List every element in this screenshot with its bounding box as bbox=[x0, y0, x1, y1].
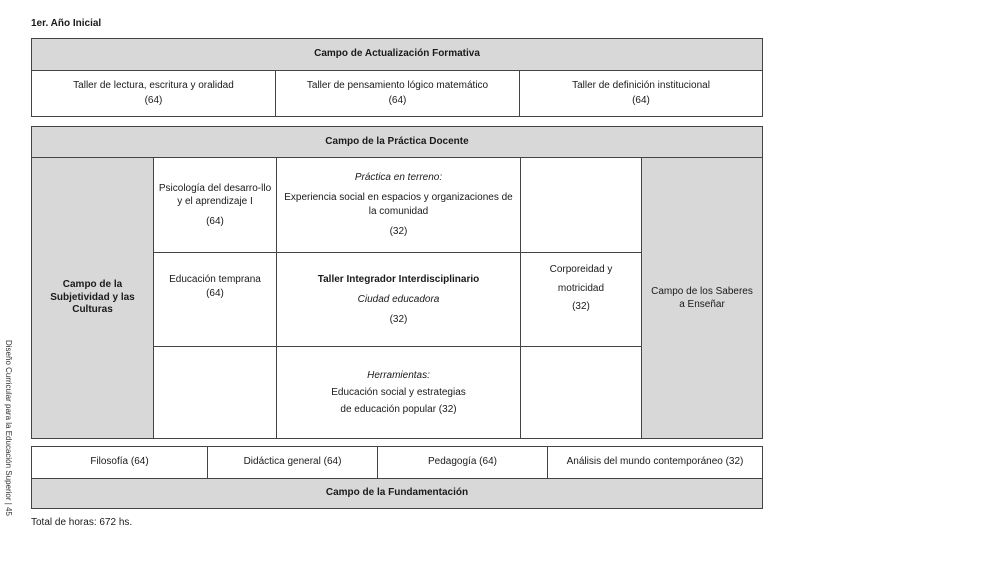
item-hours: (64) bbox=[388, 94, 407, 106]
corporeidad-hours: (32) bbox=[572, 301, 590, 312]
actualizacion-item-1: Taller de lectura, escritura y oralidad … bbox=[32, 71, 275, 116]
fundamentacion-item-3: Pedagogía (64) bbox=[377, 447, 547, 478]
saberes-field: Campo de los Saberes a Enseñar bbox=[641, 158, 762, 438]
item-hours: (64) bbox=[632, 94, 650, 106]
subjetividad-field: Campo de la Subjetividad y las Culturas bbox=[32, 158, 154, 438]
psicologia-name: Psicología del desarro-llo y el aprendiz… bbox=[158, 182, 272, 208]
taller-integrador-cell: Taller Integrador Interdisciplinario Ciu… bbox=[276, 252, 520, 346]
actualizacion-block: Campo de Actualización Formativa Taller … bbox=[31, 38, 763, 117]
subjetividad-label: Campo de la Subjetividad y las Culturas bbox=[50, 279, 135, 316]
practica-terreno-cell: Práctica en terreno: Experiencia social … bbox=[276, 158, 520, 252]
actualizacion-item-3: Taller de definición institucional (64) bbox=[519, 71, 762, 116]
fundamentacion-item-4: Análisis del mundo contemporáneo (32) bbox=[547, 447, 762, 478]
taller-integrador-name: Ciudad educadora bbox=[357, 293, 440, 305]
item-name: Taller de lectura, escritura y oralidad bbox=[73, 80, 234, 91]
corporeidad-line1: Corporeidad y bbox=[549, 264, 613, 275]
herramientas-line2: de educación popular (32) bbox=[340, 403, 457, 415]
practica-title: Campo de la Práctica Docente bbox=[32, 127, 762, 158]
item-name: Taller de pensamiento lógico matemático bbox=[306, 80, 489, 91]
herramientas-cell: Herramientas: Educación social y estrate… bbox=[276, 346, 520, 438]
educacion-temprana-name: Educación temprana bbox=[169, 274, 261, 285]
psicologia-hours: (64) bbox=[206, 215, 224, 227]
side-caption: Diseño Curricular para la Educación Supe… bbox=[4, 340, 13, 516]
practica-block: Campo de la Práctica Docente Campo de la… bbox=[31, 126, 763, 439]
taller-integrador-label: Taller Integrador Interdisciplinario bbox=[317, 273, 480, 285]
herramientas-label: Herramientas: bbox=[367, 369, 430, 381]
practica-terreno-label: Práctica en terreno: bbox=[354, 172, 443, 183]
actualizacion-title: Campo de Actualización Formativa bbox=[32, 39, 762, 71]
educacion-temprana-hours: (64) bbox=[206, 287, 224, 299]
fundamentacion-item-2: Didáctica general (64) bbox=[207, 447, 377, 478]
fundamentacion-block: Filosofía (64) Didáctica general (64) Pe… bbox=[31, 446, 763, 509]
saberes-label: Campo de los Saberes a Enseñar bbox=[651, 285, 753, 311]
actualizacion-item-2: Taller de pensamiento lógico matemático … bbox=[275, 71, 519, 116]
educacion-temprana-cell: Educación temprana (64) bbox=[154, 252, 276, 346]
total-hours: Total de horas: 672 hs. bbox=[31, 517, 133, 528]
corporeidad-line2: motricidad bbox=[557, 282, 605, 294]
fundamentacion-title: Campo de la Fundamentación bbox=[32, 478, 762, 508]
psicologia-cell: Psicología del desarro-llo y el aprendiz… bbox=[154, 158, 276, 252]
empty-cell-col4-top bbox=[520, 158, 641, 252]
empty-cell-col2 bbox=[154, 346, 276, 438]
item-name: Taller de definición institucional bbox=[572, 80, 710, 91]
item-hours: (64) bbox=[144, 94, 163, 106]
taller-integrador-hours: (32) bbox=[389, 313, 408, 325]
practica-terreno-hours: (32) bbox=[389, 226, 408, 237]
herramientas-line1: Educación social y estrategias bbox=[331, 386, 466, 398]
fundamentacion-item-1: Filosofía (64) bbox=[90, 456, 149, 468]
year-heading: 1er. Año Inicial bbox=[31, 18, 102, 29]
practica-terreno-name: Experiencia social en espacios y organiz… bbox=[284, 192, 513, 217]
corporeidad-cell: Corporeidad y motricidad (32) bbox=[520, 252, 641, 346]
empty-cell-col4-bottom bbox=[520, 346, 641, 438]
